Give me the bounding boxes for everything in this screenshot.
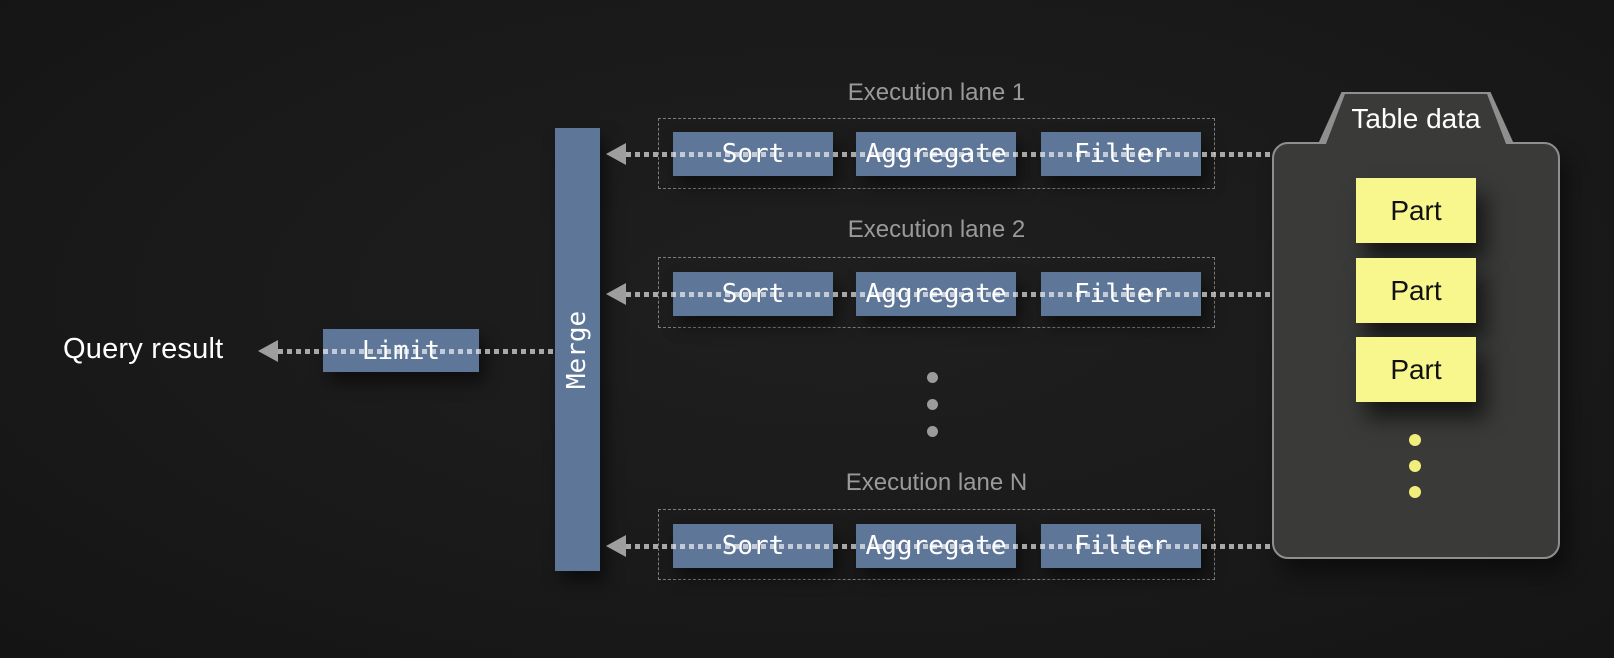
part-box: Part [1356,258,1476,323]
yellow-dot [1409,434,1421,446]
arrow-left-icon [606,143,626,165]
merge-bar-label: Merge [562,310,593,389]
part-label: Part [1390,274,1442,306]
gray-dot [927,426,938,437]
gray-dot [927,372,938,383]
yellow-dot [1409,460,1421,472]
query-result-label: Query result [63,333,224,365]
yellow-dot [1409,486,1421,498]
table-data-title: Table data [1351,103,1481,134]
flow-line-lane-1 [626,152,1274,157]
arrow-left-icon [606,283,626,305]
part-box: Part [1356,178,1476,243]
arrow-left-icon [606,535,626,557]
arrow-left-icon [258,340,278,362]
lane-1-label: Execution lane 1 [847,79,1026,106]
flow-line-lane-n [626,544,1274,549]
merge-bar: Merge [555,128,600,571]
lane-2-label: Execution lane 2 [847,216,1026,243]
more-parts-ellipsis-icon [1409,434,1421,498]
part-label: Part [1390,353,1442,385]
flow-line-lane-2 [626,292,1274,297]
lane-n-label: Execution lane N [845,469,1028,496]
flow-line-limit [278,349,553,354]
more-lanes-ellipsis-icon [927,372,938,437]
part-box: Part [1356,337,1476,402]
table-data-tab [1323,94,1509,150]
part-label: Part [1390,194,1442,226]
gray-dot [927,399,938,410]
